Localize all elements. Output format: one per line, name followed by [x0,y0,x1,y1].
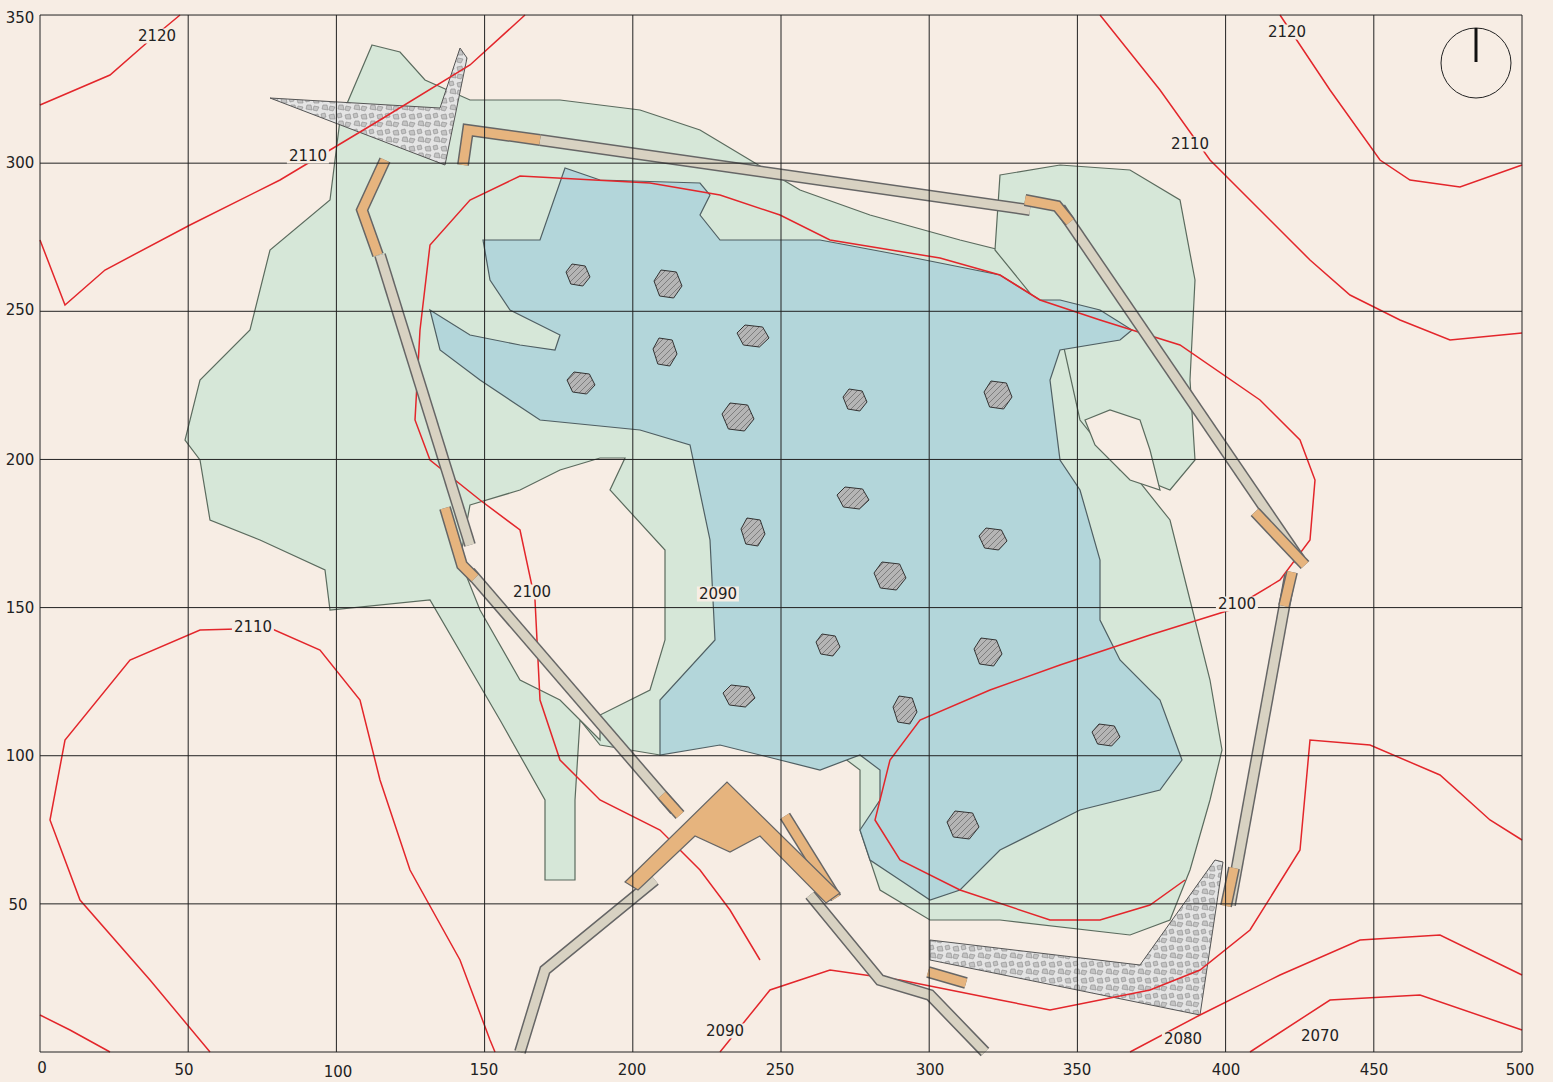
map-ground [40,15,1522,1052]
grid-line [781,15,782,1052]
grid-line [40,1052,1522,1053]
grid-coordinate: 400 [1212,1063,1241,1078]
grid-line [40,755,1522,756]
boulder [843,389,867,411]
walkways [362,130,1305,1052]
grid-line [40,459,1522,460]
boulder [979,528,1007,550]
boulder [974,638,1002,666]
entrance-deck [625,782,840,903]
north-arrow [1441,28,1511,98]
contour-elevation: 2110 [232,620,274,635]
grid-coordinate: 300 [916,1063,945,1078]
boulder [893,696,917,724]
boulder [984,381,1012,409]
boulder [653,338,677,366]
boulder [947,811,979,839]
grid-coordinate: 150 [6,601,35,616]
contour-elevation: 2090 [704,1024,746,1039]
meadow-zone [185,45,1222,935]
grid-coordinate: 200 [6,453,35,468]
boulder [816,634,840,656]
grid-line [1077,15,1078,1052]
contour-lines [40,15,1522,1052]
grid-coordinate: 50 [8,898,27,913]
boulder [737,325,769,347]
boulder [741,518,765,546]
grid-coordinate: 100 [324,1065,353,1080]
pond [430,168,1182,900]
grid-line [40,311,1522,312]
grid-coordinate: 500 [1506,1063,1535,1078]
grid-coordinate: 350 [1063,1063,1092,1078]
contour-elevation: 2100 [511,585,553,600]
grid-coordinate: 200 [618,1063,647,1078]
grid-line [40,903,1522,904]
boulder [874,562,906,590]
boulders [566,264,1120,839]
contour-elevation: 2120 [136,29,178,44]
contour-elevation: 2110 [1169,137,1211,152]
grid-line [1373,15,1374,1052]
contour-elevation: 2120 [1266,25,1308,40]
grid-coordinate: 150 [470,1063,499,1078]
grid-line [40,15,41,1052]
grid-line [40,163,1522,164]
boulder [567,372,595,394]
grid-lines [40,15,1522,1052]
boulder [566,264,590,286]
grid-coordinate: 50 [174,1063,193,1078]
contour-elevation: 2100 [1216,597,1258,612]
grid-coordinate: 450 [1360,1063,1389,1078]
grid-line [336,15,337,1052]
grid-line [632,15,633,1052]
grid-coordinate: 350 [6,11,35,26]
boulder [1092,724,1120,746]
grid-coordinate: 0 [37,1061,47,1076]
grid-line [1225,15,1226,1052]
gravel-area [930,860,1223,1015]
contour-elevation: 2090 [697,587,739,602]
grid-line [40,15,1522,16]
grid-line [484,15,485,1052]
contour-elevation: 2070 [1299,1029,1341,1044]
grid-coordinate: 250 [766,1063,795,1078]
boulder [837,487,869,509]
boulder [654,270,682,298]
grid-coordinate: 300 [6,156,35,171]
ground-clearing [1085,410,1160,490]
boulder [722,403,754,431]
grid-line [1522,15,1523,1052]
contour-elevation: 2080 [1162,1032,1204,1047]
grid-line [188,15,189,1052]
grid-line [40,607,1522,608]
gravel-area [270,48,467,165]
grid-coordinate: 100 [6,749,35,764]
grid-line [929,15,930,1052]
boulder [723,685,755,707]
grid-coordinate: 250 [6,303,35,318]
contour-elevation: 2110 [287,149,329,164]
